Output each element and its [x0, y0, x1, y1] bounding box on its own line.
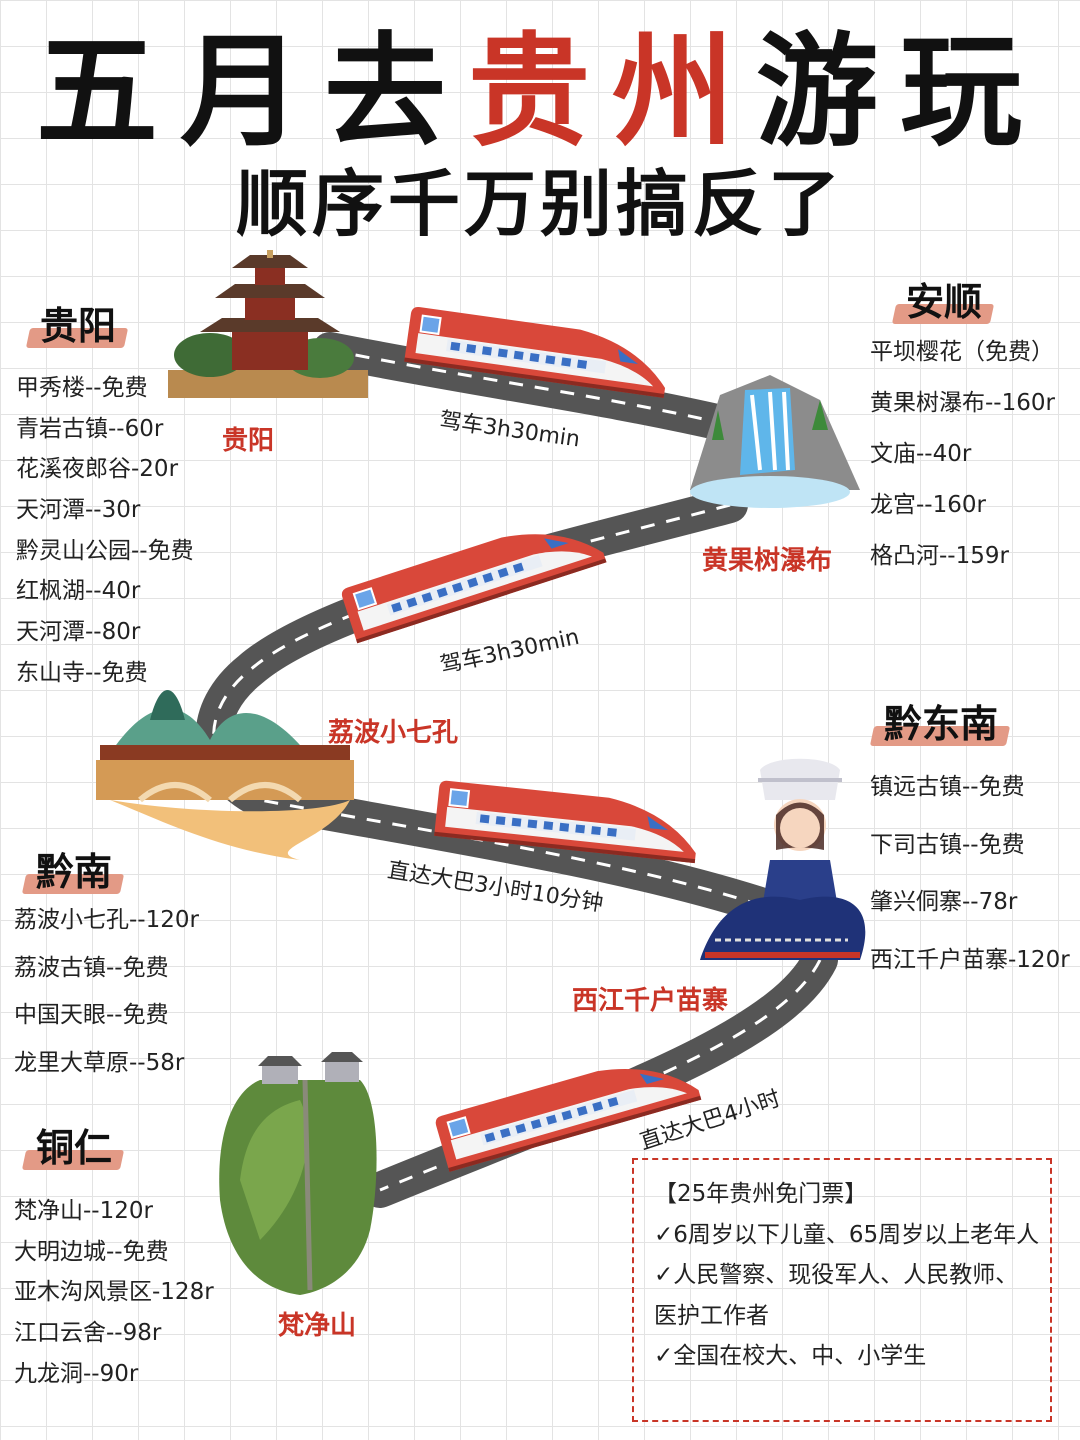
list-item: 天河潭--80r: [16, 619, 141, 646]
list-item: 花溪夜郎谷-20r: [16, 456, 179, 483]
attraction-list-qiannan: 荔波小七孔--120r 荔波古镇--免费 中国天眼--免费 龙里大草原--58r: [14, 897, 199, 1087]
list-item: 下司古镇--免费: [870, 831, 1025, 858]
list-item: 红枫湖--40r: [16, 578, 141, 605]
list-item: 黄果树瀑布--160r: [870, 390, 1055, 416]
list-item: 肇兴侗寨--78r: [870, 889, 1018, 915]
place-label-libo: 荔波小七孔: [328, 718, 459, 748]
title-part1: 五月去: [36, 21, 468, 163]
bridge-icon: [96, 690, 354, 860]
list-item: 青岩古镇--60r: [16, 415, 164, 442]
notice-item: ✓全国在校大、中、小学生: [654, 1343, 927, 1369]
place-label-xijiang: 西江千户苗寨: [572, 986, 729, 1016]
free-ticket-notice: 【25年贵州免门票】 ✓6周岁以下儿童、65周岁以上老年人 ✓人民警察、现役军人…: [632, 1158, 1052, 1422]
list-item: 黔灵山公园--免费: [16, 537, 194, 564]
list-item: 荔波古镇--免费: [14, 954, 169, 981]
page-title: 五月去贵州游玩: [0, 22, 1080, 162]
attraction-list-qiandongnan: 镇远古镇--免费 下司古镇--免费 肇兴侗寨--78r 西江千户苗寨-120r: [870, 759, 1070, 989]
list-item: 龙宫--160r: [870, 492, 986, 518]
list-item: 荔波小七孔--120r: [14, 907, 199, 933]
pagoda-icon: [168, 250, 368, 398]
list-item: 格凸河--159r: [870, 543, 1009, 569]
mountain-icon: [219, 1052, 377, 1295]
list-item: 镇远古镇--免费: [870, 774, 1025, 800]
list-item: 西江千户苗寨-120r: [870, 946, 1070, 973]
region-title-qiannan: 黔南: [36, 850, 113, 894]
notice-item: ✓6周岁以下儿童、65周岁以上老年人: [654, 1221, 1040, 1248]
region-title-guiyang: 贵阳: [40, 304, 117, 348]
notice-heading: 【25年贵州免门票】: [654, 1181, 868, 1207]
list-item: 江口云舍--98r: [14, 1320, 162, 1347]
attraction-list-guiyang: 甲秀楼--免费 青岩古镇--60r 花溪夜郎谷-20r 天河潭--30r 黔灵山…: [16, 368, 194, 694]
list-item: 东山寺--免费: [16, 659, 148, 686]
list-item: 天河潭--30r: [16, 497, 141, 524]
region-title-qiandongnan: 黔东南: [884, 702, 999, 746]
list-item: 大明边城--免费: [14, 1238, 169, 1265]
attraction-list-anshun: 平坝樱花（免费） 黄果树瀑布--160r 文庙--40r 龙宫--160r 格凸…: [870, 327, 1055, 582]
list-item: 九龙洞--90r: [14, 1360, 139, 1387]
place-label-guiyang: 贵阳: [222, 426, 275, 456]
miao-girl-icon: [700, 758, 866, 960]
list-item: 龙里大草原--58r: [14, 1049, 185, 1076]
title-part2: 游玩: [756, 21, 1044, 163]
list-item: 甲秀楼--免费: [16, 375, 148, 401]
list-item: 文庙--40r: [870, 441, 972, 467]
place-label-fanjingshan: 梵净山: [278, 1311, 357, 1341]
notice-item: ✓人民警察、现役军人、人民教师、医护工作者: [654, 1262, 1019, 1329]
list-item: 亚木沟风景区-128r: [14, 1279, 214, 1306]
attraction-list-tongren: 梵净山--120r 大明边城--免费 亚木沟风景区-128r 江口云舍--98r…: [14, 1191, 214, 1394]
place-label-huangguoshu: 黄果树瀑布: [702, 546, 833, 576]
list-item: 梵净山--120r: [14, 1198, 153, 1224]
region-title-tongren: 铜仁: [36, 1126, 113, 1170]
page-subtitle: 顺序千万别搞反了: [235, 162, 844, 246]
list-item: 中国天眼--免费: [14, 1002, 169, 1028]
waterfall-icon: [690, 375, 860, 508]
list-item: 平坝樱花（免费）: [870, 339, 1054, 365]
title-highlight: 贵州: [468, 21, 756, 163]
region-title-anshun: 安顺: [906, 280, 983, 324]
